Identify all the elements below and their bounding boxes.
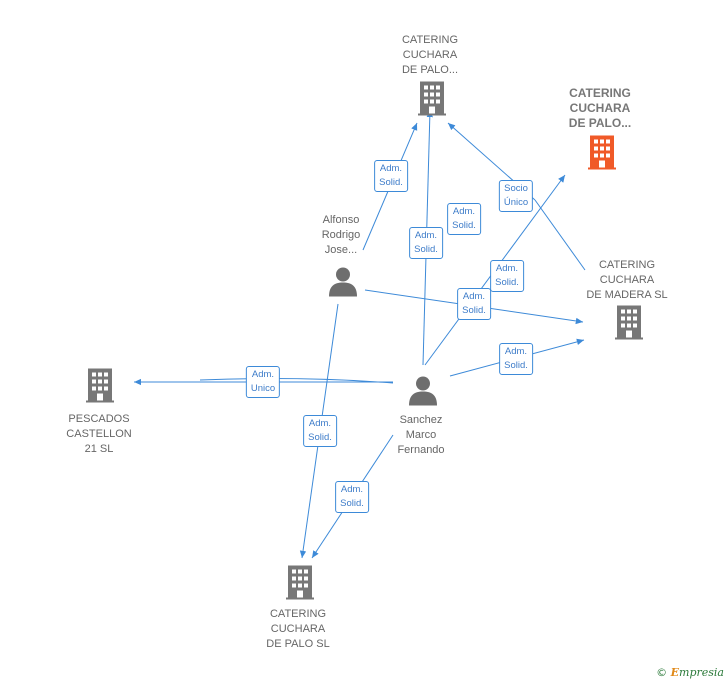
edge-label-line: Adm.: [504, 346, 528, 357]
edge-label-line: Solid.: [414, 244, 438, 255]
label-line: Alfonso: [322, 214, 360, 226]
edge-label-line: Solid.: [462, 305, 486, 316]
edge-label-line: Unico: [250, 383, 276, 394]
label-line: DE PALO...: [401, 64, 459, 76]
building-icon[interactable]: [86, 368, 114, 408]
label-line: PESCADOS: [68, 413, 130, 425]
empresia-logo-text: mpresia: [679, 666, 724, 679]
label-line: CUCHARA: [599, 274, 655, 286]
edge-label[interactable]: Adm. Solid.: [409, 227, 443, 259]
building-icon[interactable]: [286, 565, 314, 605]
node-label-catering-top[interactable]: CATERING CUCHARA DE PALO...: [402, 33, 458, 78]
edge-label-line: Socio: [504, 183, 528, 194]
edge-label-line: Adm.: [462, 291, 486, 302]
edge-label-line: Solid.: [379, 177, 403, 188]
edge-label[interactable]: Adm. Solid.: [303, 415, 337, 447]
label-line: CATERING: [569, 86, 631, 100]
edge-label[interactable]: Adm. Solid.: [447, 203, 481, 235]
label-line: Sanchez: [399, 414, 443, 426]
building-icon-main[interactable]: [588, 135, 616, 175]
building-icon[interactable]: [615, 305, 643, 345]
node-label-pescados[interactable]: PESCADOS CASTELLON 21 SL: [66, 412, 131, 457]
node-label-catering-madera[interactable]: CATERING CUCHARA DE MADERA SL: [586, 258, 667, 303]
node-label-catering-main[interactable]: CATERING CUCHARA DE PALO...: [569, 86, 631, 131]
edge-label-line: Solid.: [308, 432, 332, 443]
building-icon[interactable]: [418, 81, 446, 121]
node-label-alfonso[interactable]: Alfonso Rodrigo Jose...: [322, 213, 361, 258]
edge-label-line: Solid.: [495, 277, 519, 288]
label-line: DE PALO...: [568, 116, 632, 130]
label-line: Marco: [405, 429, 437, 441]
edge-label-line: Adm.: [379, 163, 403, 174]
edge-label[interactable]: Socio Único: [498, 180, 534, 212]
edge-label-line: Adm.: [251, 369, 275, 380]
edge-label-line: Adm.: [308, 418, 332, 429]
edge-label-line: Solid.: [504, 360, 528, 371]
label-line: CUCHARA: [270, 623, 326, 635]
label-line: Fernando: [397, 444, 445, 456]
edge-label-line: Adm.: [495, 263, 519, 274]
label-line: Rodrigo: [321, 229, 361, 241]
label-line: 21 SL: [84, 443, 114, 455]
edge-label-line: Solid.: [340, 498, 364, 509]
edge-label-line: Adm.: [452, 206, 476, 217]
edge-line: [199, 378, 394, 384]
edge-label-line: Solid.: [452, 220, 476, 231]
edge-label[interactable]: Adm. Solid.: [457, 288, 491, 320]
label-line: CUCHARA: [402, 49, 458, 61]
edge-label[interactable]: Adm. Solid.: [374, 160, 408, 192]
label-line: CUCHARA: [569, 101, 631, 115]
label-line: DE PALO SL: [266, 638, 330, 650]
edge-line: [534, 199, 586, 271]
empresia-footer[interactable]: © Empresia: [656, 666, 724, 679]
node-label-catering-sl[interactable]: CATERING CUCHARA DE PALO SL: [266, 607, 329, 652]
edge-label[interactable]: Adm. Unico: [245, 366, 281, 398]
label-line: CATERING: [269, 608, 327, 620]
label-line: CASTELLON: [66, 428, 132, 440]
label-line: CATERING: [598, 259, 656, 271]
edge-label-line: Adm.: [340, 484, 364, 495]
person-icon[interactable]: [328, 267, 358, 302]
label-line: DE MADERA SL: [586, 289, 668, 301]
empresia-logo-initial: E: [670, 666, 680, 679]
person-icon[interactable]: [408, 376, 438, 411]
edge-label-line: Adm.: [414, 230, 438, 241]
edge-label[interactable]: Adm. Solid.: [490, 260, 524, 292]
label-line: Jose...: [324, 244, 358, 256]
edge-label[interactable]: Adm. Solid.: [335, 481, 369, 513]
edge-label-line: Único: [503, 197, 529, 208]
label-line: CATERING: [401, 34, 459, 46]
node-label-sanchez[interactable]: Sanchez Marco Fernando: [397, 413, 444, 458]
edge-label[interactable]: Adm. Solid.: [499, 343, 533, 375]
copyright-icon: ©: [656, 666, 668, 679]
